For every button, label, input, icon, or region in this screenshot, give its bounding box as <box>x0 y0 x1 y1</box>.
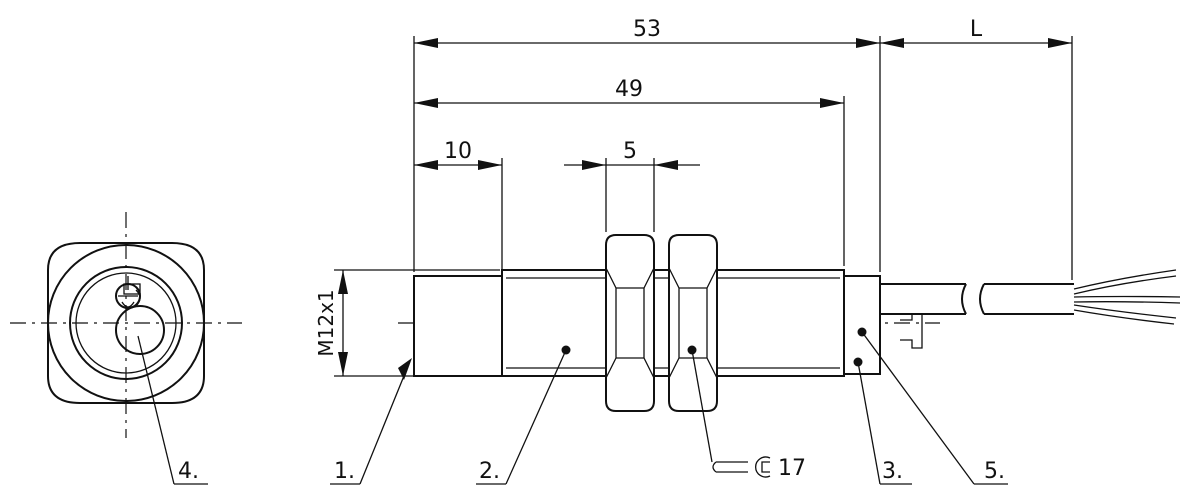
hex-nut-2 <box>668 234 718 412</box>
dim-arrow-nut-right <box>654 160 678 170</box>
wrench-icon <box>712 456 771 478</box>
dim-body-length: 49 <box>615 77 643 102</box>
led-indicator-detail <box>118 276 141 308</box>
dim-arrow-overall-left <box>414 38 438 48</box>
dim-arrow-body-right <box>820 98 844 108</box>
dimensions: 53 L 49 10 5 M12x1 <box>314 17 1073 377</box>
leader-1 <box>359 365 409 485</box>
wire-1 <box>1073 269 1177 290</box>
cable <box>880 269 1181 349</box>
sensing-face <box>413 275 503 377</box>
side-view <box>398 234 1181 412</box>
callout-led-indicator: 4. <box>178 459 199 484</box>
sensing-face-circle <box>75 272 177 374</box>
wire-2b <box>1073 301 1181 304</box>
dim-arrow-cable-right <box>1048 38 1072 48</box>
leader-wrench <box>691 349 713 463</box>
dim-cable-length: L <box>970 17 983 42</box>
callout-cable-gland: 3. <box>882 459 903 484</box>
cable-break-left <box>961 283 967 315</box>
cable-clamp <box>900 313 923 349</box>
dim-arrow-overall-right <box>856 38 880 48</box>
leader-1-arrow <box>398 358 412 380</box>
cable-exit-detail <box>123 283 141 295</box>
wire-1b <box>1073 275 1177 295</box>
dim-overall-length: 53 <box>633 17 661 42</box>
dim-arrow-thread-bottom <box>338 352 348 376</box>
callouts: 1. 2. 17 3. 5. 4. <box>137 327 1008 485</box>
dim-arrow-thread-top <box>338 270 348 294</box>
hex-nut-1-facets <box>605 267 655 379</box>
led-lens-circle <box>115 305 165 355</box>
cable-break-right <box>979 283 985 315</box>
rear-part <box>843 275 881 375</box>
wire-3 <box>1073 304 1177 319</box>
callout-wrench-size: 17 <box>778 456 806 481</box>
front-view <box>10 212 242 438</box>
hex-nut-outline <box>47 242 205 404</box>
leader-5 <box>861 331 975 485</box>
housing-outer-circle <box>47 244 205 402</box>
hex-nut-1 <box>605 234 655 412</box>
wire-3b <box>1073 309 1175 325</box>
leader-2 <box>505 349 567 485</box>
housing-inner-circle <box>69 266 183 380</box>
dim-arrow-face-right <box>478 160 502 170</box>
dim-arrow-cable-left <box>880 38 904 48</box>
dim-sensing-face: 10 <box>444 139 472 164</box>
callout-rear-part: 5. <box>984 459 1005 484</box>
leader-3 <box>857 361 881 485</box>
wire-2 <box>1073 295 1181 298</box>
leader-4 <box>137 335 175 485</box>
callout-housing: 2. <box>479 459 500 484</box>
dim-arrow-face-left <box>414 160 438 170</box>
dim-arrow-body-left <box>414 98 438 108</box>
dim-nut-width: 5 <box>623 139 637 164</box>
dim-thread: M12x1 <box>314 289 338 356</box>
dim-arrow-nut-left <box>582 160 606 170</box>
callout-sensing-face: 1. <box>334 459 355 484</box>
